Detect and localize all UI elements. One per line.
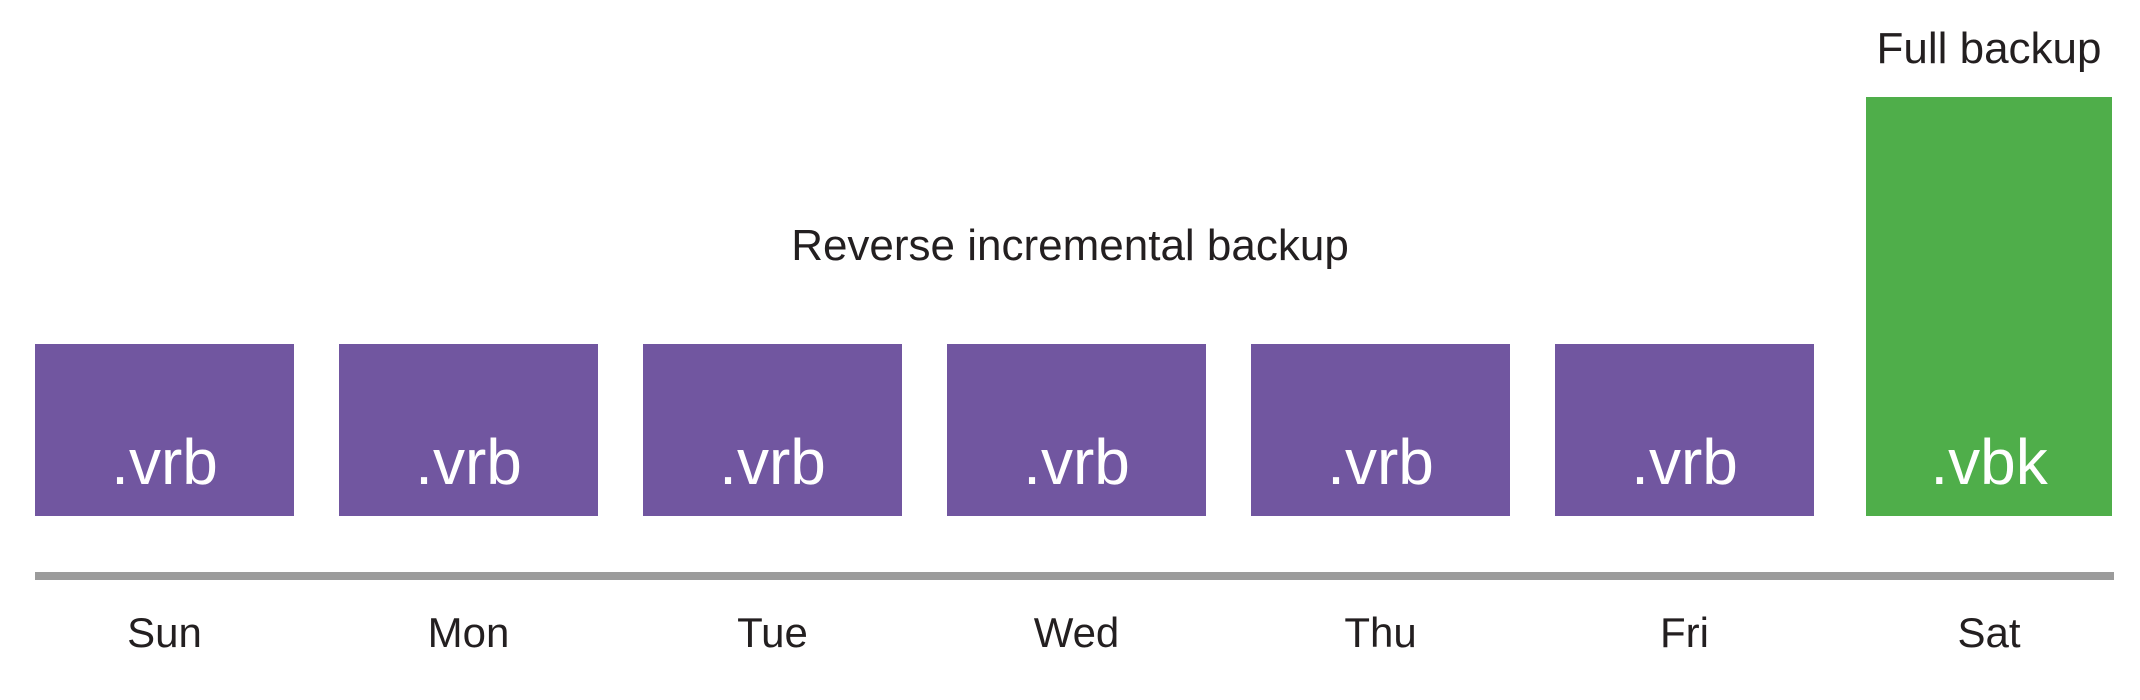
- file-extension-label: .vrb: [111, 426, 218, 498]
- backup-bar-tue: .vrb: [643, 344, 902, 516]
- file-extension-label: .vrb: [1327, 426, 1434, 498]
- backup-bar-sun: .vrb: [35, 344, 294, 516]
- backup-bar-fri: .vrb: [1555, 344, 1814, 516]
- backup-bar-thu: .vrb: [1251, 344, 1510, 516]
- day-label-tue: Tue: [737, 609, 808, 656]
- file-extension-label: .vrb: [1023, 426, 1130, 498]
- file-extension-label: .vrb: [415, 426, 522, 498]
- file-extension-label: .vrb: [1631, 426, 1738, 498]
- day-label-sat: Sat: [1957, 609, 2021, 656]
- timeline-axis: [35, 572, 2114, 580]
- day-label-wed: Wed: [1033, 609, 1120, 656]
- backup-bar-wed: .vrb: [947, 344, 1206, 516]
- file-extension-label: .vrb: [719, 426, 826, 498]
- day-label-thu: Thu: [1344, 609, 1417, 656]
- file-extension-label: .vbk: [1930, 426, 2048, 498]
- day-label-fri: Fri: [1660, 609, 1709, 656]
- day-label-sun: Sun: [127, 609, 202, 656]
- backup-bar-sat-full: .vbk: [1866, 97, 2112, 516]
- backup-bar-mon: .vrb: [339, 344, 598, 516]
- day-label-mon: Mon: [427, 609, 510, 656]
- reverse-incremental-backup-caption: Reverse incremental backup: [791, 221, 1349, 270]
- full-backup-caption: Full backup: [1876, 24, 2102, 73]
